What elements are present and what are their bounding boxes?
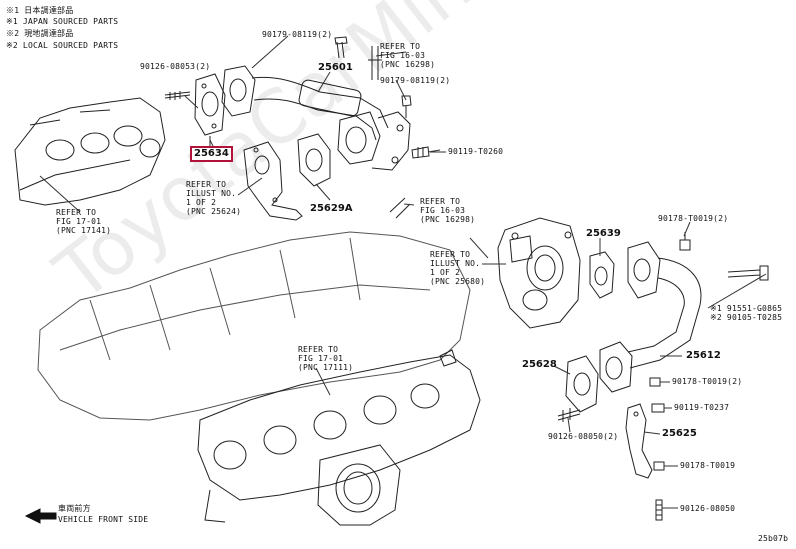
refer-to-fig-16-03-top[interactable]: REFER TO FIG 16-03 (PNC 16298): [380, 42, 435, 69]
figure-id: 25b07b: [758, 534, 789, 543]
refer-to-fig-17-01-bottom[interactable]: REFER TO FIG 17-01 (PNC 17111): [298, 345, 353, 372]
fastener-label[interactable]: 90178-T0019(2): [672, 377, 743, 386]
ref-line: (PNC 17111): [298, 363, 354, 372]
gasket-25634-drawing: [195, 74, 225, 148]
front-side-label-jp: 車両前方: [58, 504, 91, 513]
legend-line-1: ※1 日本調達部品: [6, 6, 74, 15]
ref-line: FIG 16-03: [420, 206, 466, 215]
fastener-label[interactable]: 90126-08053(2): [140, 62, 211, 71]
fastener-label[interactable]: 90178-T0019(2): [658, 214, 729, 223]
part-number-25639[interactable]: 25639: [586, 228, 621, 239]
ref-line: (PNC 16298): [420, 215, 476, 224]
part-number-25634-highlighted[interactable]: 25634: [190, 146, 233, 162]
bracket-25625-drawing: [626, 404, 652, 478]
ref-line: REFER TO: [298, 345, 339, 354]
egr-pipe-25601-drawing: [222, 66, 410, 170]
ref-line: REFER TO: [380, 42, 421, 51]
fastener-label[interactable]: 90126-08050: [680, 504, 736, 513]
exhaust-manifold-drawing: [15, 98, 165, 205]
ref-line: REFER TO: [56, 208, 97, 217]
fastener-label[interactable]: 90179-08119(2): [262, 30, 333, 39]
fastener-label[interactable]: ※1 91551-G0865: [710, 304, 783, 313]
fastener-label[interactable]: 90178-T0019: [680, 461, 736, 470]
ref-line: ILLUST NO.: [186, 189, 237, 198]
ref-line: FIG 16-03: [380, 51, 426, 60]
part-number-25629A[interactable]: 25629A: [310, 203, 353, 214]
ref-line: FIG 17-01: [298, 354, 344, 363]
front-arrow-icon: [26, 509, 56, 523]
fastener-label[interactable]: 90179-08119(2): [380, 76, 451, 85]
fastener-label[interactable]: 90119-T0237: [674, 403, 730, 412]
ref-line: 1 OF 2: [430, 268, 461, 277]
egr-valve-drawing: [498, 218, 580, 328]
ref-line: FIG 17-01: [56, 217, 102, 226]
part-number-25601[interactable]: 25601: [318, 62, 353, 73]
intake-runners-drawing: [198, 350, 480, 525]
legend-line-3: ※2 現地調達部品: [6, 29, 74, 38]
fastener-label[interactable]: 90126-08050(2): [548, 432, 619, 441]
ref-line: (PNC 17141): [56, 226, 112, 235]
refer-to-illust-25680[interactable]: REFER TO ILLUST NO. 1 OF 2 (PNC 25680): [430, 250, 485, 286]
ref-line: 1 OF 2: [186, 198, 217, 207]
ref-line: REFER TO: [430, 250, 471, 259]
fastener-label[interactable]: 90119-T0260: [448, 147, 504, 156]
egr-pipe-25612-drawing: [600, 242, 701, 392]
part-number-25612[interactable]: 25612: [686, 350, 721, 361]
refer-to-fig-17-01-left[interactable]: REFER TO FIG 17-01 (PNC 17141): [56, 208, 111, 235]
fastener-label[interactable]: ※2 90105-T0285: [710, 313, 783, 322]
bracket-drawing: [244, 142, 302, 220]
refer-to-illust-25624[interactable]: REFER TO ILLUST NO. 1 OF 2 (PNC 25624): [186, 180, 241, 216]
ref-line: (PNC 25624): [186, 207, 242, 216]
ref-line: (PNC 16298): [380, 60, 436, 69]
part-number-25625[interactable]: 25625: [662, 428, 697, 439]
refer-to-fig-16-03-mid[interactable]: REFER TO FIG 16-03 (PNC 16298): [420, 197, 475, 224]
ref-line: (PNC 25680): [430, 277, 486, 286]
ref-line: REFER TO: [186, 180, 227, 189]
legend-line-4: ※2 LOCAL SOURCED PARTS: [6, 41, 119, 50]
front-side-label-en: VEHICLE FRONT SIDE: [58, 515, 149, 524]
intake-manifold-drawing: [38, 232, 470, 420]
stud-90126-08053: [165, 91, 190, 100]
ref-line: REFER TO: [420, 197, 461, 206]
part-number-25628[interactable]: 25628: [522, 359, 557, 370]
legend-line-2: ※1 JAPAN SOURCED PARTS: [6, 17, 119, 26]
gasket-25629A-drawing: [298, 134, 330, 186]
ref-line: ILLUST NO.: [430, 259, 481, 268]
